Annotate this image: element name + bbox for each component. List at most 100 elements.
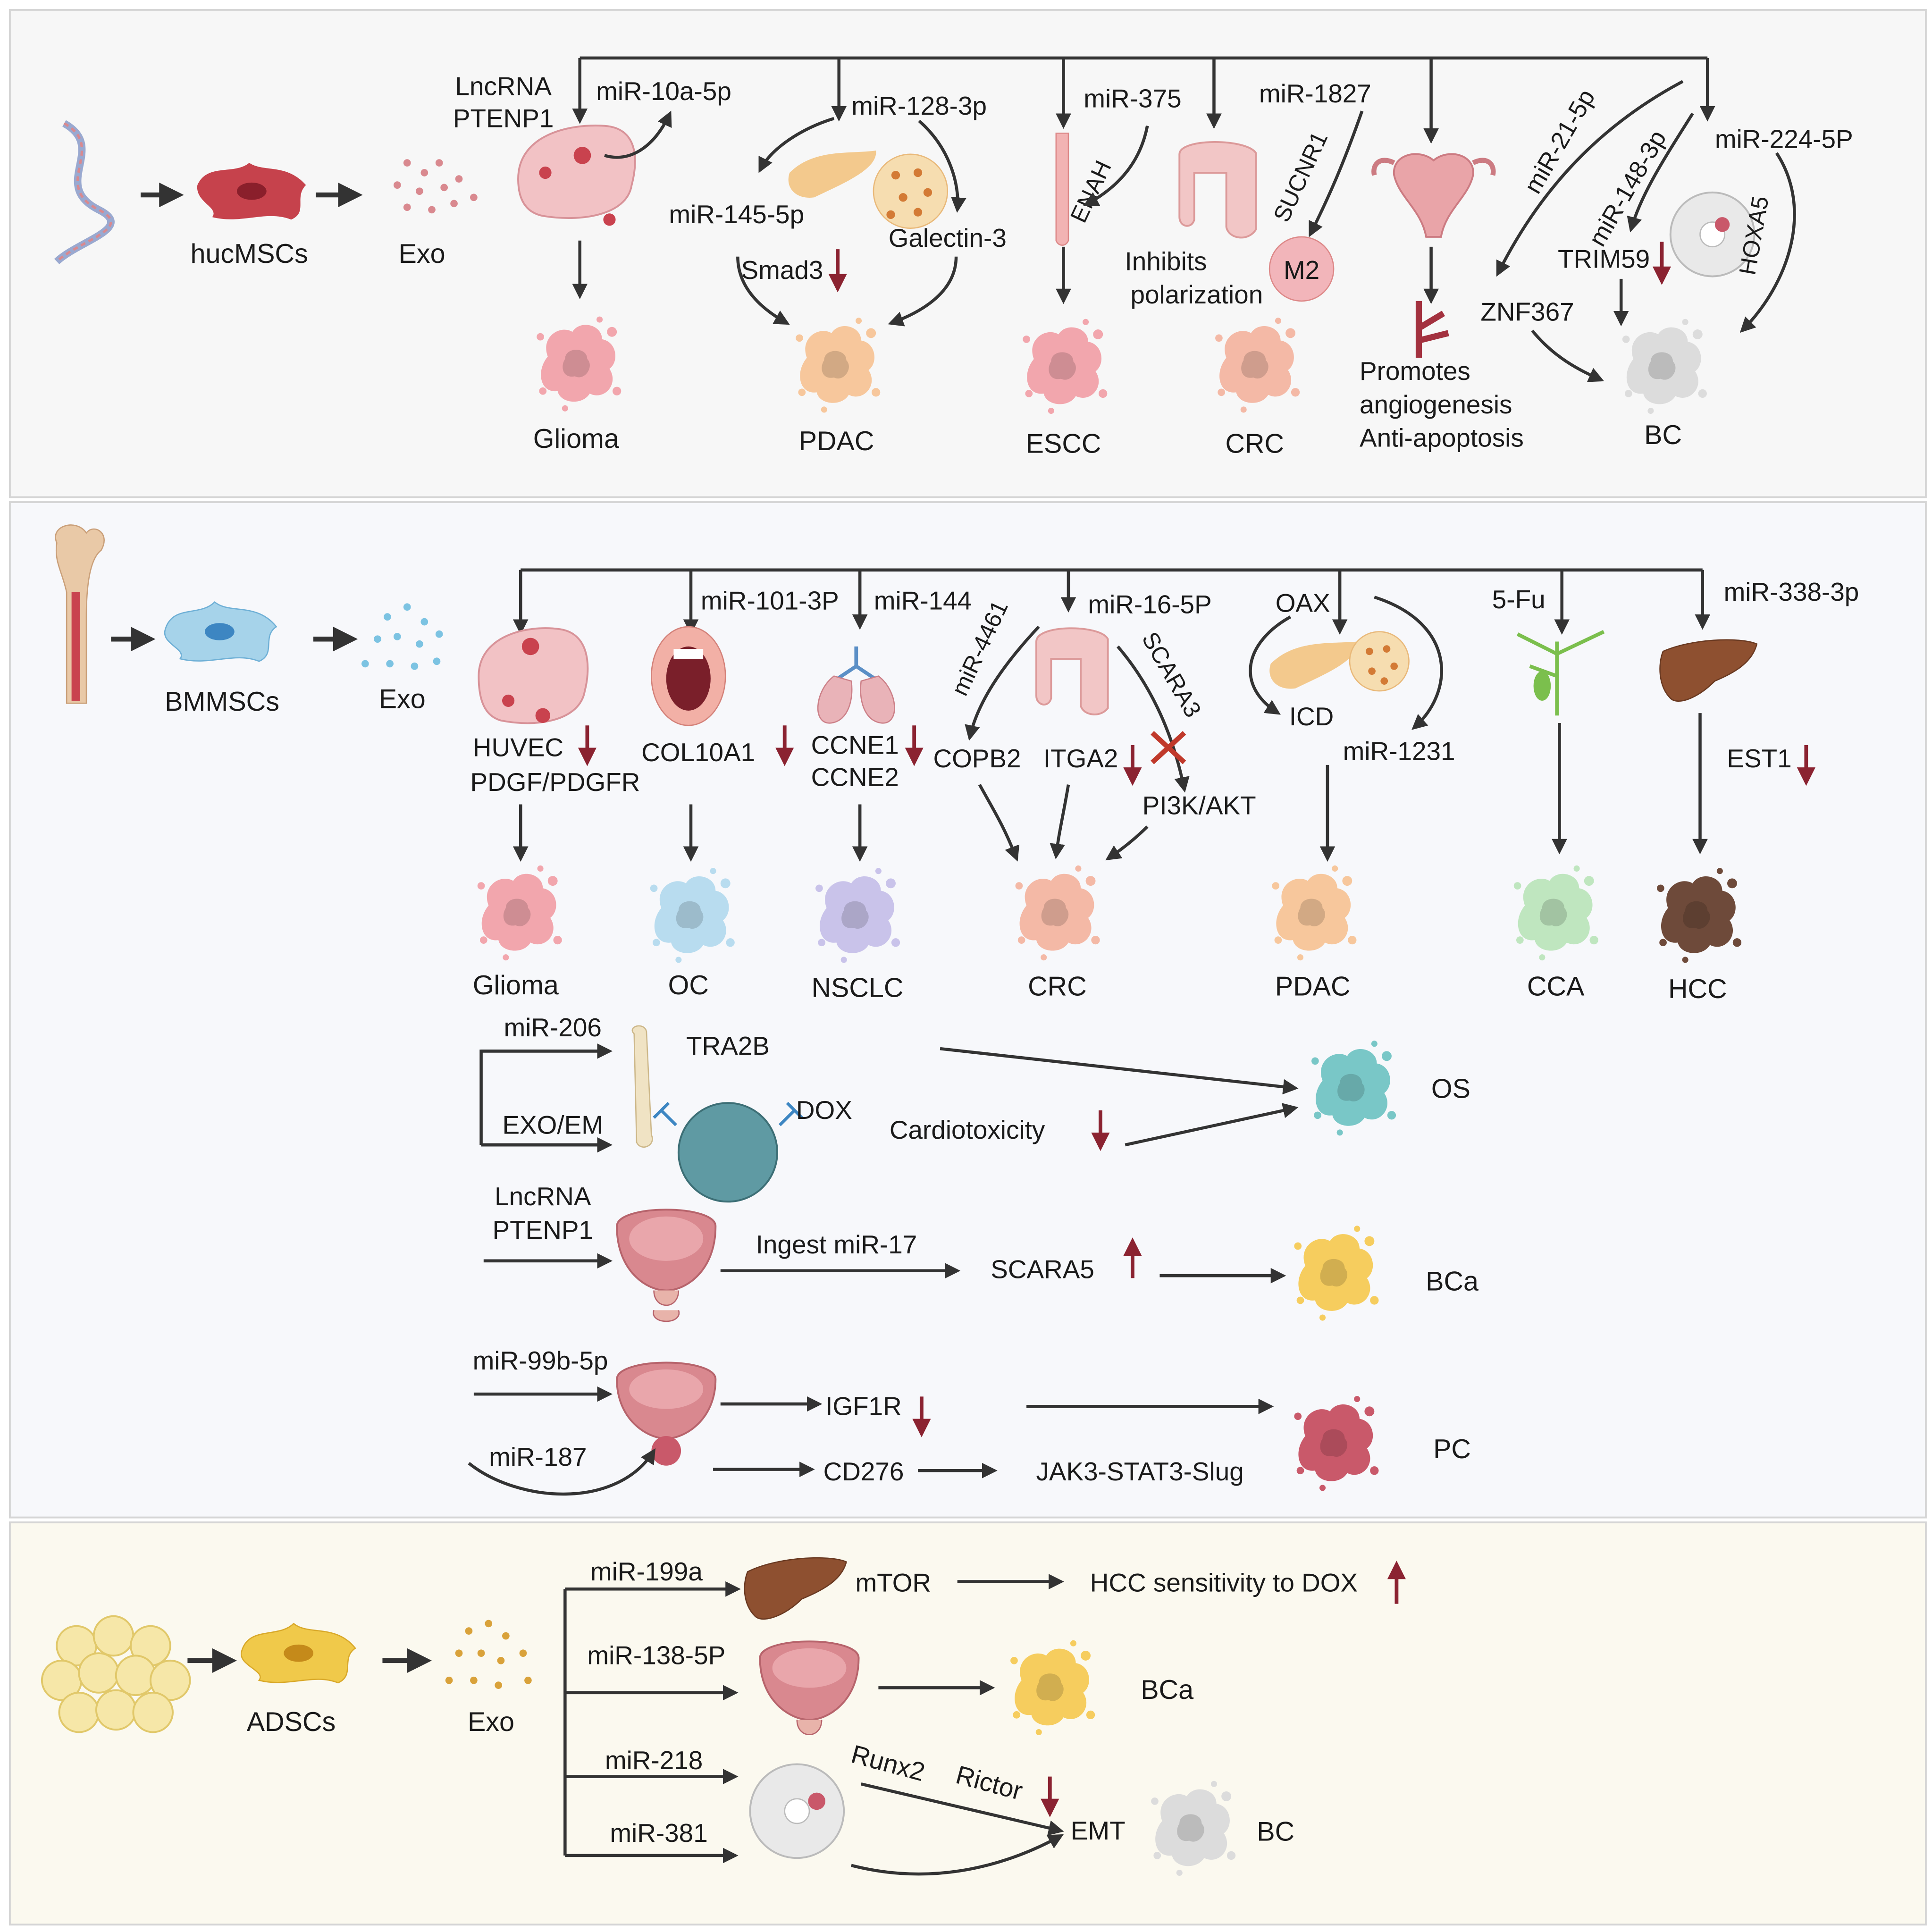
panel3-hcc-pathway: miR-199a mTOR HCC sensitivity to DOX	[590, 1557, 1406, 1620]
m2-label: M2	[1284, 255, 1319, 285]
mir-16-label: miR-16-5P	[1088, 589, 1211, 619]
liver-icon	[744, 1557, 847, 1620]
galectin-3-label: Galectin-3	[889, 223, 1007, 252]
hcc-label: HCC	[1668, 974, 1727, 1004]
ptenp1-label: PTENP1	[453, 103, 554, 133]
polarization-label: polarization	[1131, 280, 1263, 309]
panel3-source-chain: ADSCs Exo	[41, 1615, 532, 1737]
exosome-dots	[393, 159, 478, 214]
pi3k-label: PI3K/AKT	[1142, 790, 1256, 820]
bca-label: BCa	[1426, 1267, 1478, 1297]
mir-206-label: miR-206	[504, 1013, 601, 1042]
cardiotoxicity-label: Cardiotoxicity	[890, 1115, 1045, 1144]
hucmsc-label: hucMSCs	[190, 239, 308, 269]
pdac-label: PDAC	[1275, 972, 1351, 1002]
panel1-glioma-pathway: LncRNA PTENP1 miR-10a-5p Glioma	[453, 71, 731, 454]
mir-99b-label: miR-99b-5p	[473, 1346, 608, 1375]
panel1-angiogenesis-pathway: Promotes angiogenesis Anti-apoptosis	[1360, 153, 1524, 452]
bone-icon	[631, 1025, 653, 1148]
mir-338-label: miR-338-3p	[1724, 577, 1859, 606]
mir-381-label: miR-381	[610, 1818, 707, 1848]
trim59-label: TRIM59	[1558, 244, 1650, 273]
uterus-icon	[1393, 153, 1474, 238]
escc-label: ESCC	[1026, 428, 1101, 459]
brain-icon	[517, 125, 636, 219]
pdgf-label: PDGF/PDGFR	[470, 767, 640, 797]
panel1-escc-pathway: miR-375 ENAH ESCC	[1023, 84, 1182, 459]
panel1-pdac-pathway: miR-128-3p miR-145-5p Galectin-3 Smad3 P…	[669, 91, 1007, 456]
copb2-label: COPB2	[933, 744, 1021, 773]
emt-label: EMT	[1071, 1816, 1126, 1845]
panel-adsc	[8, 1521, 1927, 1926]
pc-label: PC	[1433, 1434, 1471, 1464]
inhibits-label: Inhibits	[1125, 247, 1207, 276]
mir-138-label: miR-138-5P	[587, 1641, 725, 1670]
col10a1-label: COL10A1	[641, 738, 755, 767]
adsc-label: ADSCs	[247, 1707, 336, 1737]
pancreas-icon	[788, 150, 876, 198]
dox-nanoparticle-icon	[677, 1102, 778, 1203]
icd-label: ICD	[1289, 702, 1334, 731]
panel2-nsclc-pathway: miR-144 CCNE1 CCNE2 NSCLC	[811, 586, 972, 1003]
panel2-oc-pathway: miR-101-3P COL10A1 OC	[641, 586, 839, 1000]
panel2-pdac-pathway: OAX ICD miR-1231 PDAC	[1249, 588, 1455, 1002]
ingest-label: Ingest miR-17	[756, 1230, 917, 1259]
ptenp1-label: PTENP1	[493, 1215, 594, 1244]
igf1r-label: IGF1R	[825, 1392, 902, 1421]
jak3-label: JAK3-STAT3-Slug	[1036, 1457, 1243, 1486]
mir-101-label: miR-101-3P	[701, 586, 839, 615]
lncrna-label: LncRNA	[495, 1182, 591, 1211]
panel3-bus-arrows	[563, 1581, 741, 1864]
panel2-cca-pathway: 5-Fu CCA	[1492, 585, 1605, 1002]
m2-macrophage-icon	[1268, 236, 1335, 302]
blood-vessel-icon	[1415, 301, 1449, 358]
mir-144-label: miR-144	[874, 586, 972, 615]
esophagus-icon	[1055, 133, 1069, 246]
colon-icon	[1178, 141, 1257, 239]
mir-199a-label: miR-199a	[590, 1557, 703, 1586]
panel-hucmsc	[8, 8, 1927, 498]
mtor-label: mTOR	[855, 1568, 931, 1597]
exo-label: Exo	[379, 684, 426, 714]
liver-icon	[1659, 639, 1758, 702]
mir-10a-label: miR-10a-5p	[596, 76, 731, 106]
lncrna-label: LncRNA	[455, 71, 552, 101]
5fu-label: 5-Fu	[1492, 585, 1546, 614]
mir-187-label: miR-187	[489, 1442, 587, 1471]
bmmsc-label: BMMSCs	[165, 687, 279, 717]
mir-218-label: miR-218	[605, 1746, 703, 1775]
panel2-hcc-pathway: miR-338-3p EST1 HCC	[1657, 577, 1859, 1004]
adipocyte-cluster-icon	[41, 1615, 191, 1733]
cca-label: CCA	[1527, 972, 1585, 1002]
mir-1231-label: miR-1231	[1343, 736, 1455, 765]
est1-label: EST1	[1727, 744, 1791, 773]
panel2-bus-arrows	[512, 568, 1711, 635]
oax-label: OAX	[1276, 588, 1330, 618]
dox-label: DOX	[796, 1095, 852, 1125]
panel1-bus-arrows	[572, 56, 1715, 144]
mir-128-label: miR-128-3p	[851, 91, 987, 120]
panel-bmmsc	[8, 501, 1927, 1519]
panel2-os-pathway: miR-206 EXO/EM TRA2B DOX Cardiotoxicity …	[479, 1013, 1470, 1203]
panel2-source-chain: BMMSCs Exo	[55, 524, 443, 717]
mir-224-label: miR-224-5P	[1715, 125, 1853, 154]
tra2b-label: TRA2B	[686, 1031, 770, 1060]
panel2-pc-pathway: miR-99b-5p miR-187 IGF1R CD276 JAK3-STAT…	[468, 1346, 1471, 1496]
hcc-dox-label: HCC sensitivity to DOX	[1090, 1568, 1358, 1597]
nsclc-label: NSCLC	[811, 973, 903, 1003]
os-label: OS	[1431, 1074, 1470, 1104]
mir-1827-label: miR-1827	[1259, 79, 1371, 108]
panel1-source-chain: hucMSCs Exo	[54, 120, 478, 269]
glioma-label: Glioma	[473, 970, 559, 1000]
smad3-label: Smad3	[741, 255, 823, 285]
bc-label: BC	[1644, 420, 1682, 450]
colon-icon	[1035, 627, 1109, 715]
panel2-bca-pathway: LncRNA PTENP1 Ingest miR-17 SCARA5 BCa	[483, 1182, 1478, 1322]
bile-duct-icon	[1516, 630, 1605, 716]
crc-label: CRC	[1028, 972, 1087, 1002]
scara5-label: SCARA5	[991, 1254, 1094, 1284]
pdac-label: PDAC	[799, 426, 874, 456]
huvec-label: HUVEC	[473, 733, 563, 762]
